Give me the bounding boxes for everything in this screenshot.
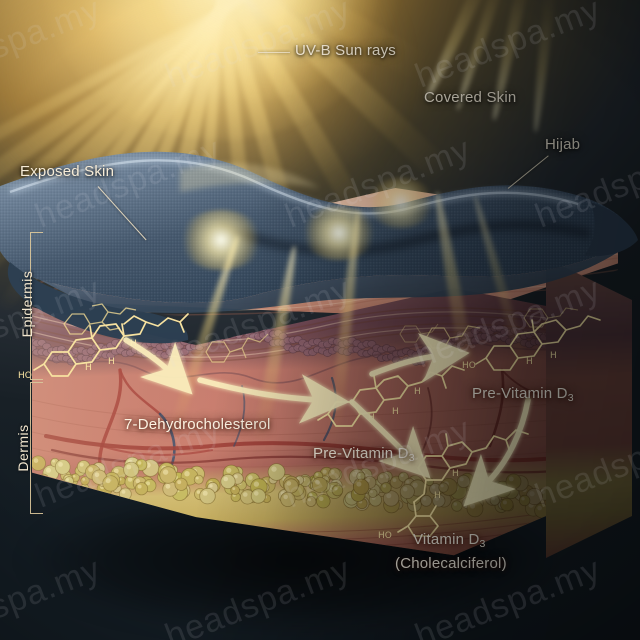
watermark-text: headspa.my: [410, 550, 606, 640]
watermark-text: headspa.my: [0, 270, 106, 376]
watermark-text: headspa.my: [0, 550, 106, 640]
watermark-text: headspa.my: [530, 410, 640, 516]
watermark-text: headspa.my: [160, 0, 356, 96]
watermark-text: headspa.my: [410, 270, 606, 376]
watermark-text: headspa.my: [280, 130, 476, 236]
watermark-text: headspa.my: [160, 550, 356, 640]
watermark-text: headspa.my: [160, 270, 356, 376]
watermark-text: headspa.my: [0, 0, 106, 96]
watermark-text: headspa.my: [280, 410, 476, 516]
watermark-text: headspa.my: [410, 0, 606, 96]
watermark-text: headspa.my: [30, 130, 226, 236]
watermark-text: headspa.my: [530, 130, 640, 236]
watermark-text: headspa.my: [30, 410, 226, 516]
